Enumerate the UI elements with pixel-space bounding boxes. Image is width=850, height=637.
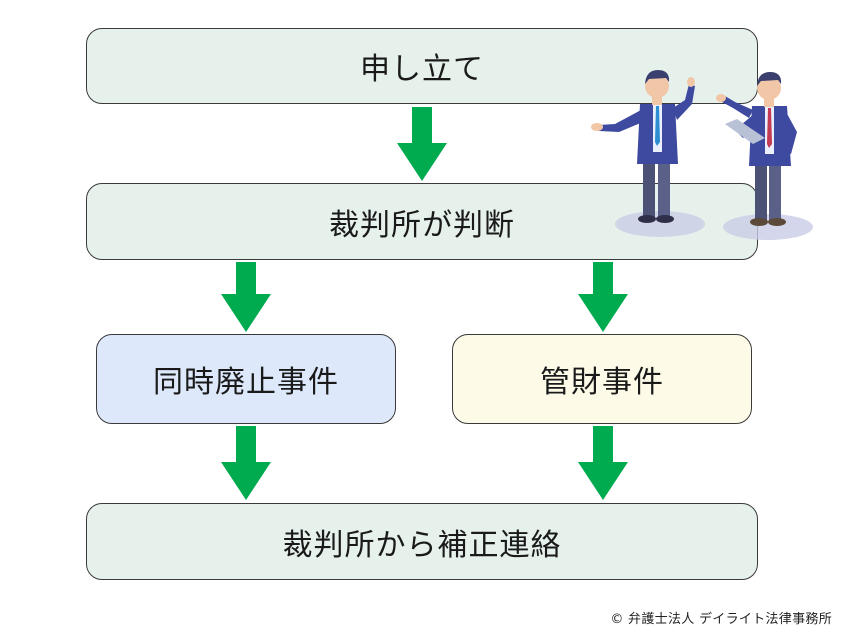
- arrow-down-icon: [221, 426, 271, 500]
- arrow-down-icon: [578, 426, 628, 500]
- simultaneous-abolition-box: 同時廃止事件: [96, 334, 396, 424]
- arrow-down-icon: [397, 107, 447, 181]
- businessmen-illustration: [591, 70, 813, 240]
- arrow-down-icon: [221, 262, 271, 332]
- businessman-right: [716, 72, 797, 226]
- copyright-credit: © 弁護士法人 デイライト法律事務所: [610, 612, 832, 627]
- court-correction-notice-box: 裁判所から補正連絡: [86, 503, 758, 580]
- arrow-down-icon: [578, 262, 628, 332]
- court-correction-notice-label: 裁判所から補正連絡: [282, 527, 562, 563]
- businessman-left: [591, 70, 695, 223]
- trustee-case-label: 管財事件: [540, 365, 664, 400]
- simultaneous-abolition-label: 同時廃止事件: [153, 365, 339, 400]
- step-apply-label: 申し立て: [360, 52, 484, 87]
- trustee-case-box: 管財事件: [452, 334, 752, 424]
- court-decision-label: 裁判所が判断: [329, 207, 515, 243]
- step-apply-box: 申し立て: [86, 28, 758, 104]
